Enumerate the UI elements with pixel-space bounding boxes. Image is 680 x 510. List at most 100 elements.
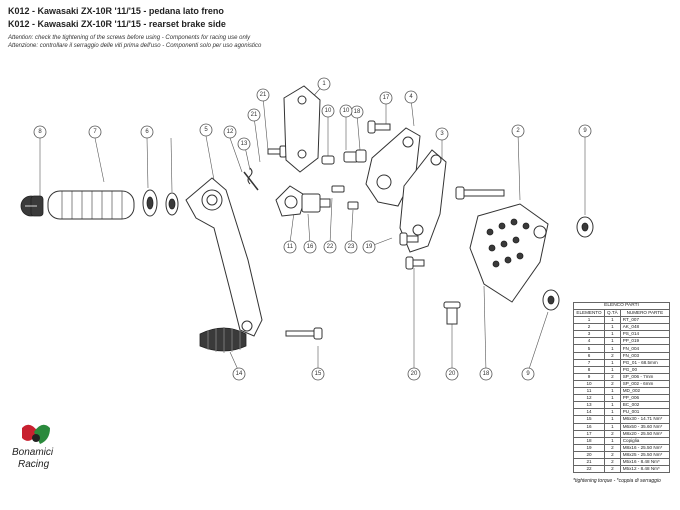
callout-number: 9 [526, 371, 530, 377]
callout-number: 9 [583, 128, 587, 134]
part-18-bolt [455, 186, 505, 200]
callout-18: 18 [350, 105, 364, 119]
callout-number: 15 [315, 371, 322, 377]
callout-19: 19 [362, 240, 376, 254]
cell-part-number: Copiglia [619, 436, 671, 445]
callout-20: 20 [445, 367, 459, 381]
cell-element: 18 [573, 436, 605, 445]
callout-circle [317, 77, 331, 91]
part-5-brake-lever [185, 177, 263, 337]
callout-17: 17 [379, 91, 393, 105]
cell-part-number: MD_002 [619, 387, 671, 396]
cell-element: 20 [573, 450, 605, 459]
part-12-13-pin-spring [243, 167, 259, 191]
callout-circle [479, 367, 493, 381]
part-17-screws [367, 120, 391, 134]
callout-circle [311, 367, 325, 381]
cell-quantity: 1 [604, 330, 621, 339]
callout-circle [88, 125, 102, 139]
part-19-screws [399, 232, 425, 270]
callout-20: 20 [407, 367, 421, 381]
callout-circle [321, 104, 335, 118]
callout-number: 13 [241, 141, 248, 147]
part-21-screw [267, 145, 287, 158]
cell-part-number: SP_006 - 7mm [619, 372, 671, 381]
callout-number: 19 [366, 244, 373, 250]
cell-quantity: 2 [604, 379, 621, 389]
parts-table-caption: ELENCO PARTI [573, 302, 670, 309]
callout-21: 21 [256, 88, 270, 102]
callout-12: 12 [223, 125, 237, 139]
callout-circle [344, 240, 358, 254]
cell-part-number: PU_001 [619, 408, 671, 417]
cell-element: 13 [573, 401, 605, 410]
torque-footnote: *tightening torque - *coppia di serraggi… [573, 478, 661, 484]
callout-circle [407, 367, 421, 381]
logo-text-racing: Racing [18, 459, 50, 470]
cell-quantity: 2 [604, 465, 621, 474]
part-14-toe-rubber [199, 327, 247, 353]
cell-part-number: FN_004 [619, 344, 671, 353]
cell-part-number: FN_003 [619, 351, 671, 360]
parts-table-header-row: ELEMENTO Q.TÀ NUMERO PARTE [573, 308, 671, 318]
callout-2: 2 [511, 124, 525, 138]
callout-number: 6 [145, 129, 149, 135]
logo-text-bonamici: Bonamici [12, 447, 54, 458]
cell-quantity: 1 [604, 415, 621, 424]
callout-6: 6 [140, 125, 154, 139]
cell-quantity: 1 [604, 387, 621, 396]
cell-element: 21 [573, 457, 605, 467]
callout-number: 10 [325, 108, 332, 114]
part-2-rearset-plate [469, 203, 549, 303]
cell-element: 8 [573, 365, 605, 374]
cell-element: 5 [573, 344, 605, 353]
cell-quantity: 1 [604, 316, 621, 325]
cell-part-number: SP_002 - 6mm [619, 379, 671, 389]
callout-circle [140, 125, 154, 139]
callout-circle [33, 125, 47, 139]
callout-circle [323, 240, 337, 254]
cell-quantity: 2 [604, 429, 621, 438]
callout-22: 22 [323, 240, 337, 254]
cell-part-number: PG_01 - 68.5mm [619, 358, 671, 367]
callout-13: 13 [237, 137, 251, 151]
cell-part-number: M8x25 - 25.50 Nm* [619, 450, 671, 459]
bonamici-logo [22, 424, 50, 444]
callout-number: 18 [483, 371, 490, 377]
callout-number: 8 [38, 129, 42, 135]
callout-9: 9 [578, 124, 592, 138]
cell-quantity: 2 [604, 457, 621, 467]
callout-14: 14 [232, 367, 246, 381]
title-english: K012 - Kawasaki ZX-10R '11/'15 - rearset… [8, 19, 226, 29]
part-4-bracket [399, 149, 447, 253]
cell-element: 9 [573, 372, 605, 381]
cell-part-number: PP_006 [619, 394, 671, 403]
callout-circle [256, 88, 270, 102]
cell-part-number: RT_007 [619, 316, 671, 325]
callout-number: 5 [204, 127, 208, 133]
callout-number: 3 [440, 131, 444, 137]
cell-part-number: BC_002 [619, 401, 671, 410]
cell-element: 16 [573, 422, 605, 431]
cell-quantity: 1 [604, 323, 621, 332]
part-16-22-23-screws [301, 185, 359, 213]
callout-4: 4 [404, 90, 418, 104]
part-20-screw [443, 301, 461, 325]
cell-part-number: M8x16 - 25.50 Nm* [619, 443, 671, 452]
cell-quantity: 1 [604, 408, 621, 417]
callout-number: 10 [343, 108, 350, 114]
cell-element: 15 [573, 415, 605, 424]
callout-number: 23 [348, 244, 355, 250]
callout-circle [237, 137, 251, 151]
cell-element: 3 [573, 330, 605, 339]
callout-10: 10 [339, 104, 353, 118]
